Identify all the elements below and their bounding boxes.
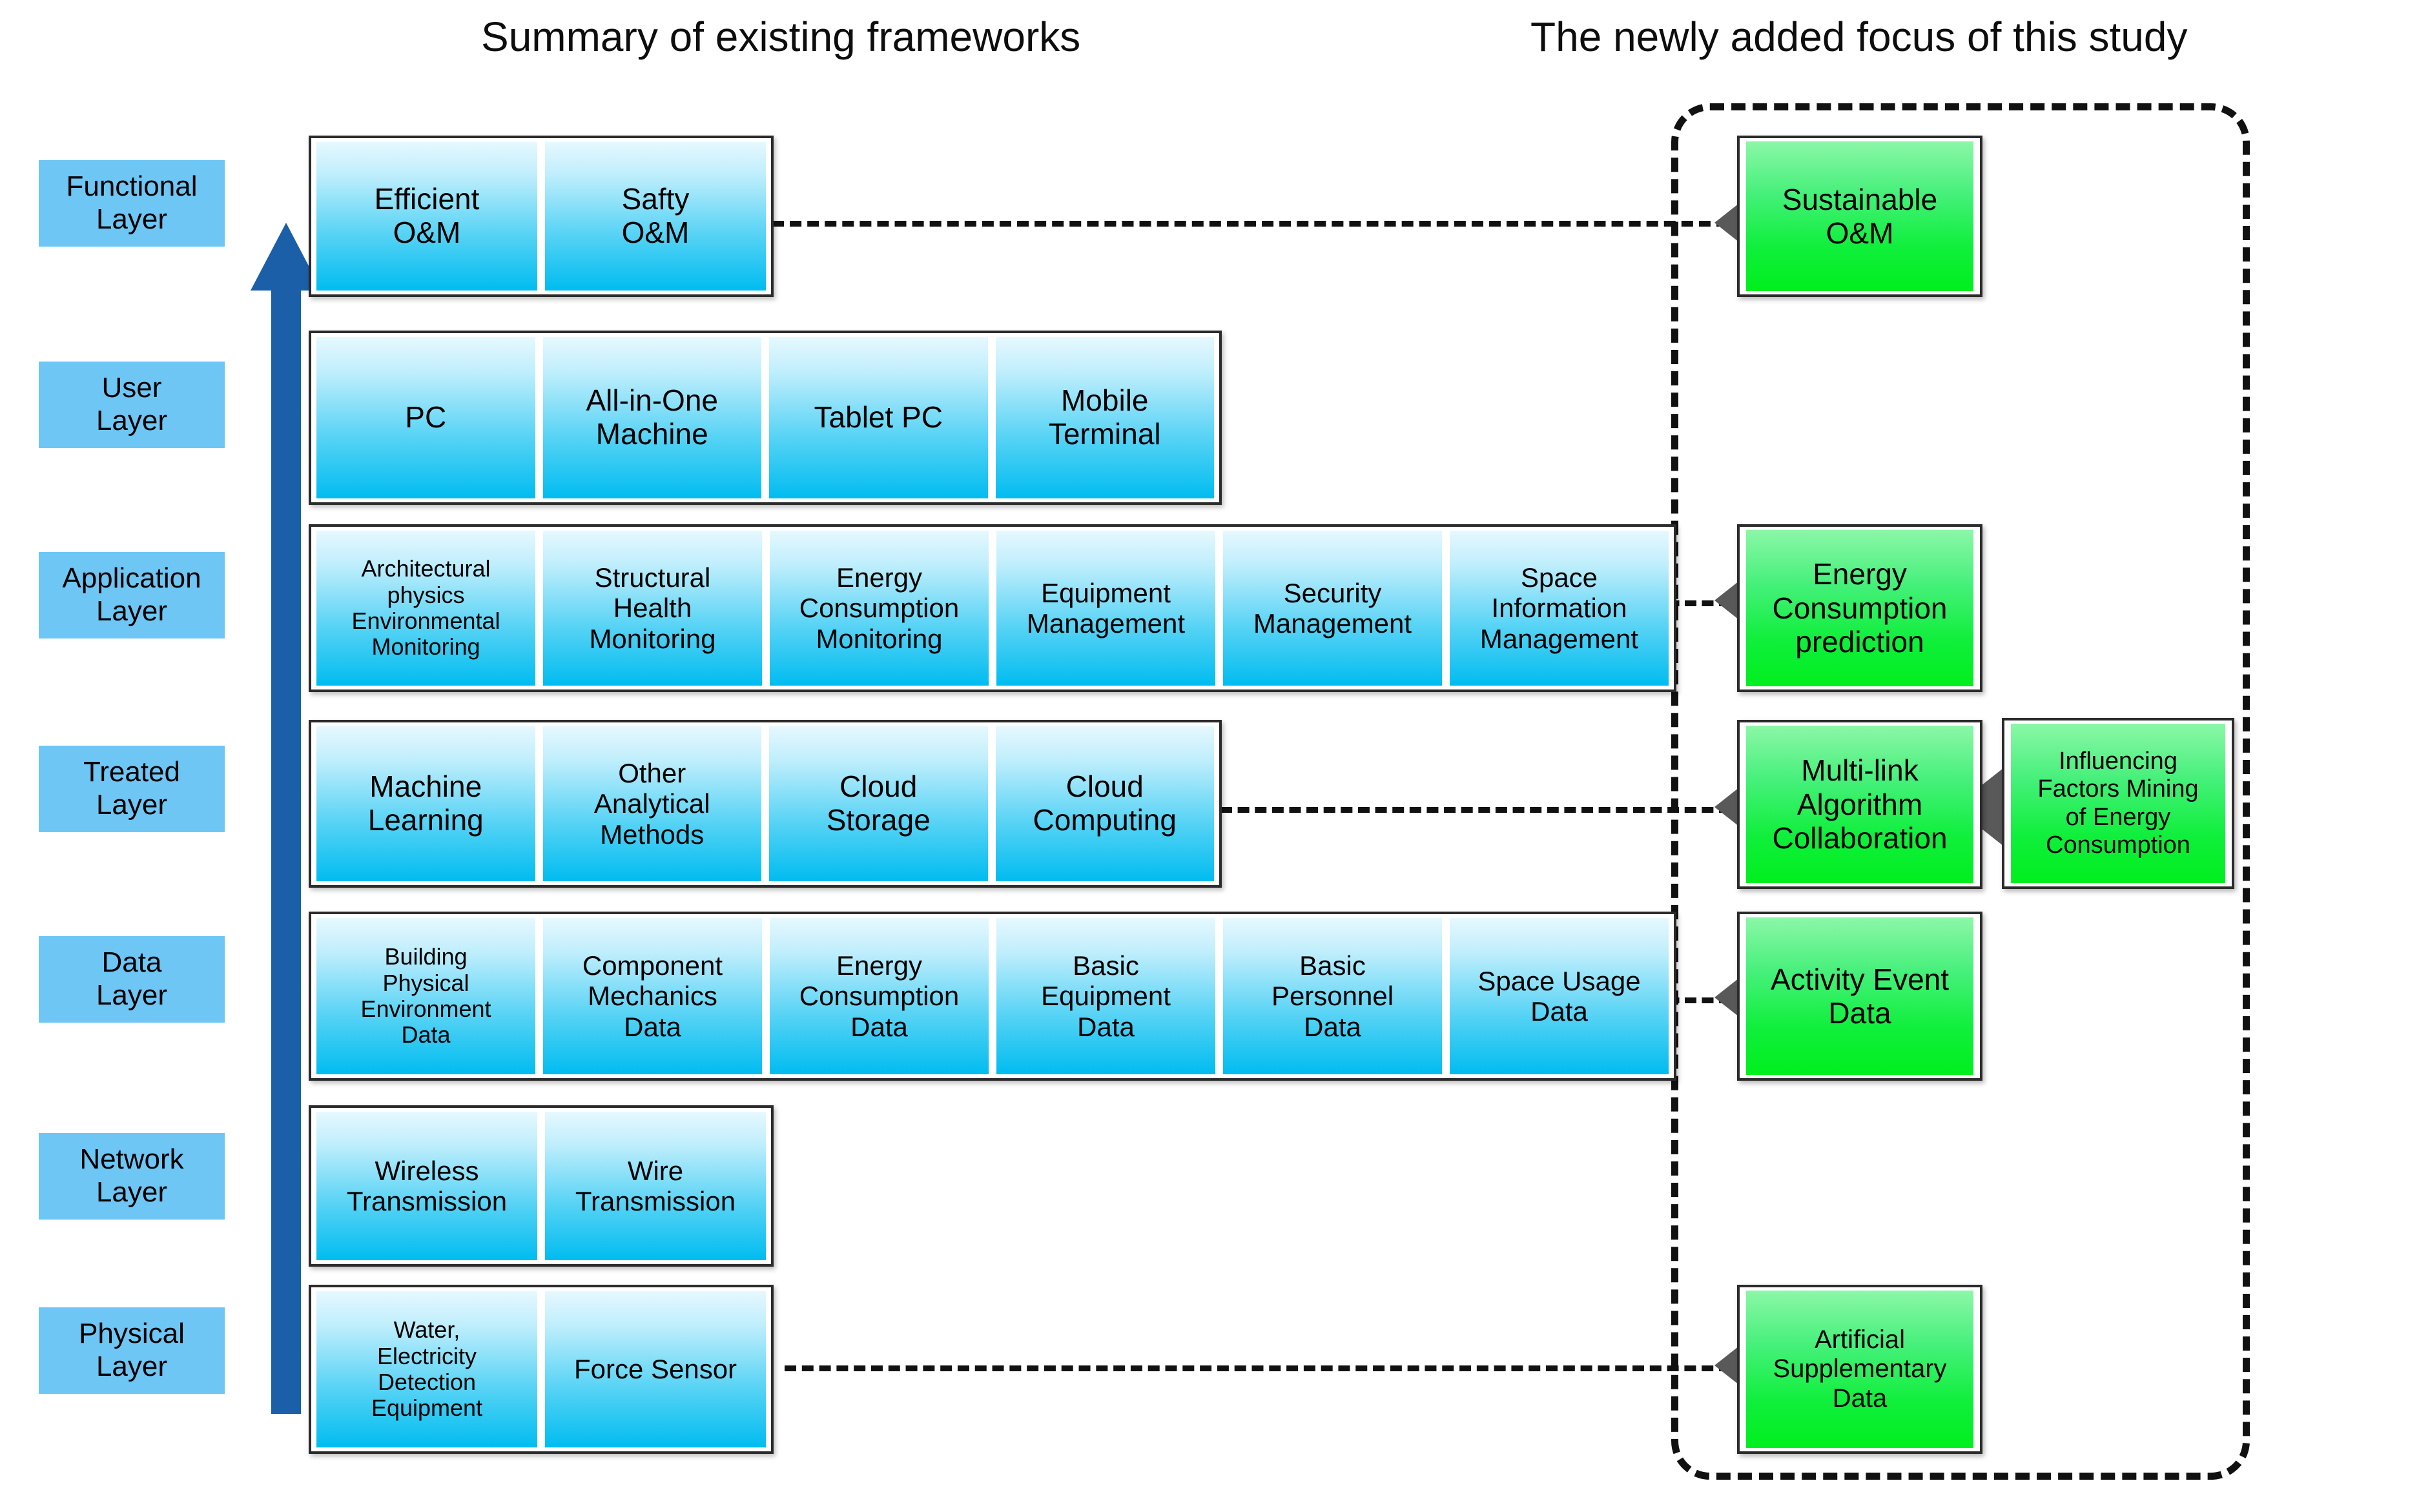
new-focus-dashed-region [1671,103,2250,1480]
upward-flow-arrow-icon [251,223,322,1414]
cell-force-sensor[interactable]: Force Sensor [545,1291,766,1447]
connector-physical [785,1365,1731,1371]
connector-functional [772,221,1728,227]
page-title-right: The newly added focus of this study [1530,14,2188,60]
connector-data [1651,997,1731,1003]
connector-application [1651,600,1731,606]
page-title-left: Summary of existing frameworks [481,14,1081,60]
cell-tablet-pc-text: Tablet PC [814,400,943,434]
cell-tablet-pc[interactable]: Tablet PC [769,337,988,498]
cell-force-sensor-text: Force Sensor [573,1354,737,1385]
cell-pc[interactable]: PC [316,337,535,498]
cell-pc-text: PC [405,400,447,434]
connector-treated [1220,807,1731,813]
arrowhead-influencing-factors-icon [1954,759,2015,855]
